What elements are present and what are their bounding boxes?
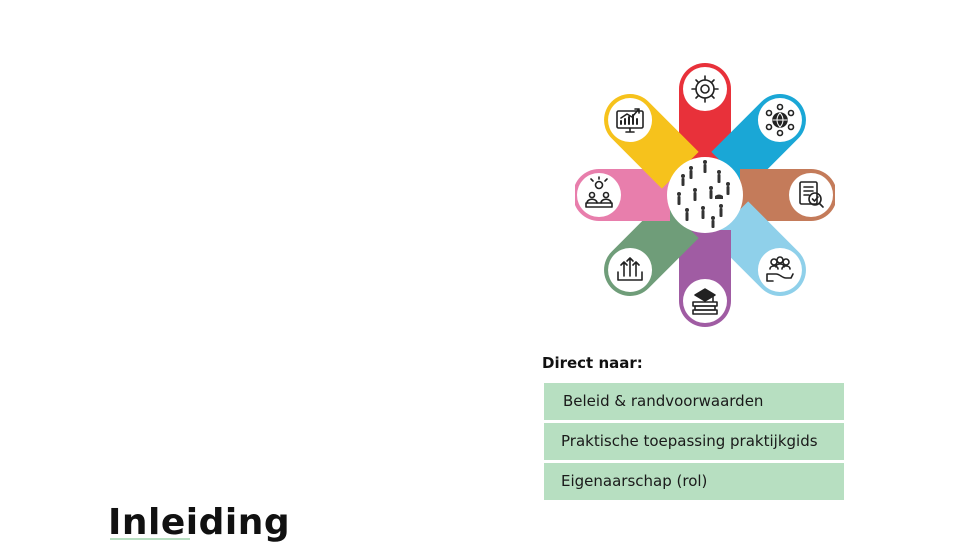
hand-people-icon [766, 256, 794, 282]
upload-box-icon [617, 257, 643, 281]
people-crowd-icon [677, 160, 730, 228]
petal-growth-chart[interactable] [593, 83, 699, 189]
gear-icon [691, 75, 719, 103]
direct-naar-label: Direct naar: [542, 354, 643, 372]
title-underline [110, 538, 190, 540]
growth-chart-icon [616, 108, 644, 133]
nav-button-eigenaarschap[interactable]: Eigenaarschap (rol) [544, 463, 844, 500]
document-search-icon [799, 181, 824, 208]
nav-button-praktische-toepassing[interactable]: Praktische toepassing praktijkgids [544, 423, 844, 460]
petal-gear[interactable] [679, 63, 731, 160]
network-globe-icon [765, 103, 795, 137]
books-graduation-icon [692, 288, 718, 315]
nav-button-beleid[interactable]: Beleid & randvoorwaarden [544, 383, 844, 420]
page-title: Inleiding [108, 502, 291, 543]
lightbulb-team-icon [585, 176, 613, 208]
segment-flower-diagram[interactable] [575, 62, 835, 332]
